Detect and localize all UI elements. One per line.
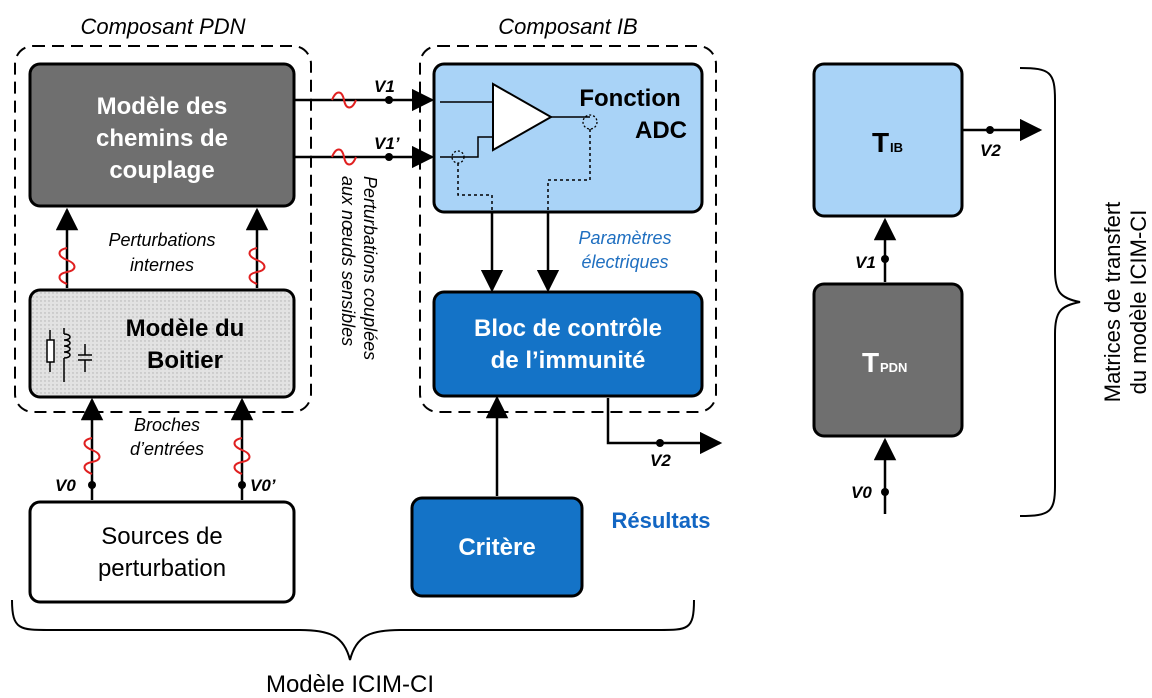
v2-output-label: V2: [650, 451, 671, 470]
tpdn-main-label: T: [862, 347, 879, 378]
electrical-params-line-2: électriques: [581, 252, 668, 272]
matrices-brace: [1019, 67, 1081, 517]
amplifier-icon: [492, 82, 554, 152]
model-icim-label: Modèle ICIM-CI: [266, 671, 434, 698]
tib-main-label: T: [872, 127, 889, 158]
adc-line-1: Fonction: [579, 85, 680, 112]
transfer-matrices-label: Matrices de transfert du modèle ICIM-CI: [1100, 202, 1151, 403]
input-wave-1: [83, 437, 101, 475]
immunity-control-block: [432, 290, 704, 398]
svg-text:Matrices de transfert: Matrices de transfert: [1100, 202, 1125, 403]
electrical-params-line-1: Paramètres: [578, 228, 671, 248]
right-v0-label: V0: [851, 483, 872, 502]
tpdn-block: [812, 282, 964, 438]
sources-line-2: perturbation: [98, 555, 226, 582]
package-line-2: Boitier: [147, 347, 223, 374]
results-label: Résultats: [611, 508, 710, 533]
perturbation-sources-block: [28, 500, 296, 604]
coupling-paths-block: [28, 62, 296, 208]
internal-wave-1: [58, 247, 76, 285]
tib-block: [812, 62, 964, 218]
v0-prime-label: V0’: [250, 476, 276, 495]
pdn-title: Composant PDN: [80, 14, 245, 39]
rlc-icon: [46, 328, 92, 382]
input-pins-line-1: Broches: [134, 415, 200, 435]
sources-line-1: Sources de: [101, 523, 222, 550]
coupled-perturbations-label: Perturbations couplées aux nœuds sensibl…: [338, 176, 380, 360]
svg-text:aux nœuds sensibles: aux nœuds sensibles: [338, 176, 358, 346]
control-line-1: Bloc de contrôle: [474, 315, 662, 342]
internal-wave-2: [248, 247, 266, 285]
tib-sub-label: IB: [890, 140, 903, 155]
internal-pert-line-1: Perturbations: [108, 230, 215, 250]
model-brace: [11, 599, 695, 661]
ib-title: Composant IB: [498, 14, 637, 39]
input-pins-line-2: d’entrées: [130, 439, 204, 459]
criterion-label: Critère: [458, 534, 535, 561]
package-model-block: [28, 288, 296, 399]
adc-line-2: ADC: [635, 117, 687, 144]
svg-text:du modèle ICIM-CI: du modèle ICIM-CI: [1126, 210, 1151, 395]
right-v1-label: V1: [855, 253, 876, 272]
coupling-line-3: couplage: [109, 157, 214, 184]
v1-prime-label: V1’: [374, 134, 400, 153]
control-line-2: de l’immunité: [491, 347, 646, 374]
coupling-line-1: Modèle des: [97, 93, 228, 120]
coupling-line-2: chemins de: [96, 125, 228, 152]
right-v2-label: V2: [980, 141, 1001, 160]
v1-label: V1: [374, 77, 395, 96]
package-line-1: Modèle du: [126, 315, 245, 342]
input-wave-2: [233, 437, 251, 475]
coupled-wave-2: [331, 148, 357, 166]
v0-label: V0: [55, 476, 76, 495]
coupled-wave-1: [331, 91, 357, 109]
svg-text:Perturbations couplées: Perturbations couplées: [360, 176, 380, 360]
tpdn-sub-label: PDN: [880, 360, 907, 375]
criterion-block: [410, 496, 584, 598]
internal-pert-line-2: internes: [130, 255, 194, 275]
probe-output-icon: [582, 114, 598, 130]
